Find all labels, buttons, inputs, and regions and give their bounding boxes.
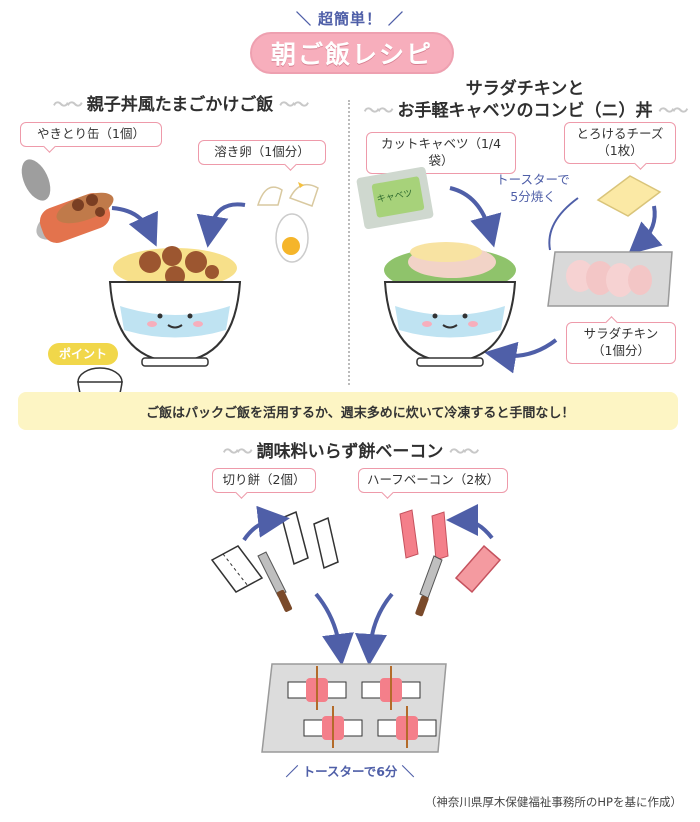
point-tag: ポイント xyxy=(48,343,118,365)
arrow-bacon-to-tray xyxy=(355,592,394,666)
toaster-step-caption: トースターで 5分焼く xyxy=(488,172,578,206)
skewer-icon xyxy=(377,706,437,748)
recipe1-title-text: 親子丼風たまごかけご飯 xyxy=(86,95,274,115)
recipe3-step-text: トースターで6分 xyxy=(302,764,398,779)
skewer-icon xyxy=(287,666,347,710)
cracked-egg-icon xyxy=(256,182,319,263)
step-callout-line xyxy=(548,197,579,251)
arrow-cheese-to-tray xyxy=(628,205,663,255)
ingredient-cheese-label: とろけるチーズ （1枚） xyxy=(564,122,676,164)
cheese-label-line2: （1枚） xyxy=(597,142,643,158)
column-divider xyxy=(348,100,350,385)
wave-right-icon: 〜〜 xyxy=(658,101,688,121)
cheese-slice-icon xyxy=(596,175,662,217)
recipe2-title: サラダチキンと 〜〜 お手軽キャベツのコンビ（ニ）丼 〜〜 xyxy=(360,78,690,122)
knife-icon xyxy=(257,551,293,612)
oyako-bowl-icon xyxy=(108,246,242,367)
recipe3-title-text: 調味料いらず餅ベーコン xyxy=(256,442,444,462)
toaster-step-line1: トースターで xyxy=(496,172,570,187)
foil-tray-icon xyxy=(547,251,673,307)
recipe2-title-line2: お手軽キャベツのコンビ（ニ）丼 xyxy=(397,101,653,122)
chicken-label-line1: サラダチキン xyxy=(583,326,659,341)
wave-left-icon: 〜〜 xyxy=(52,95,83,114)
cheese-label-line1: とろけるチーズ xyxy=(576,126,664,141)
bacon-slices-icon xyxy=(399,509,449,561)
arrow-can-to-bowl xyxy=(111,206,158,247)
subtitle-text: 超簡単！ xyxy=(317,10,382,28)
chicken-bowl-icon xyxy=(383,242,517,367)
slash-right-icon: ＼ xyxy=(401,764,415,779)
mochi-bacon-tray-icon xyxy=(261,663,447,753)
yakitori-can-icon xyxy=(21,159,114,243)
subtitle: ＼ 超簡単！ ／ xyxy=(0,8,700,29)
wave-right-icon: 〜〜 xyxy=(279,95,309,114)
mochi-block-icon xyxy=(210,545,264,593)
skewer-icon xyxy=(361,666,421,710)
arrow-mochi-cut xyxy=(242,505,290,542)
recipe3-step-caption: ／ トースターで6分 ＼ xyxy=(250,764,450,781)
cabbage-bag-icon: キャベツ xyxy=(356,166,434,230)
recipe3-title: 〜〜 調味料いらず餅ベーコン 〜〜 xyxy=(150,437,550,462)
wave-right-icon: 〜〜 xyxy=(449,442,479,461)
toaster-step-line2: 5分焼く xyxy=(510,188,556,204)
arrow-cabbage-to-bowl xyxy=(449,186,502,248)
ingredient-egg-label: 溶き卵（1個分） xyxy=(198,140,326,165)
slash-left-icon: ＼ xyxy=(295,10,312,28)
page-title: 朝ご飯レシピ xyxy=(250,32,454,74)
point-banner: ご飯はパックご飯を活用するか、週末多めに炊いて冷凍すると手間なし！ xyxy=(18,392,678,430)
arrow-tray-to-bowl xyxy=(484,338,558,374)
slash-left-icon: ／ xyxy=(285,764,299,779)
recipe1-title: 〜〜 親子丼風たまごかけご飯 〜〜 xyxy=(20,90,340,115)
arrow-bacon-cut xyxy=(446,504,494,540)
ingredient-salad-chicken-label: サラダチキン （1個分） xyxy=(566,322,676,364)
knife-icon xyxy=(415,555,443,617)
bacon-block-icon xyxy=(454,544,502,594)
wave-left-icon: 〜〜 xyxy=(222,442,253,461)
ingredient-yakitori-label: やきとり缶（1個） xyxy=(20,122,162,147)
chicken-label-line2: （1個分） xyxy=(592,342,650,358)
ingredient-bacon-label: ハーフベーコン（2枚） xyxy=(358,468,508,493)
ingredient-mochi-label: 切り餅（2個） xyxy=(212,468,316,493)
slash-right-icon: ／ xyxy=(388,10,405,28)
mochi-slices-icon xyxy=(281,510,339,570)
skewer-icon xyxy=(303,706,363,748)
source-footnote: （神奈川県厚木保健福祉事務所のHPを基に作成） xyxy=(424,795,682,809)
ingredient-cabbage-label: カットキャベツ（1/4袋） xyxy=(366,132,516,174)
arrow-mochi-to-tray xyxy=(314,592,354,666)
wave-left-icon: 〜〜 xyxy=(363,101,394,121)
recipe2-title-line1: サラダチキンと xyxy=(465,79,585,99)
arrow-egg-to-bowl xyxy=(196,202,246,248)
recipe2-title-row: 〜〜 お手軽キャベツのコンビ（ニ）丼 〜〜 xyxy=(360,100,690,122)
